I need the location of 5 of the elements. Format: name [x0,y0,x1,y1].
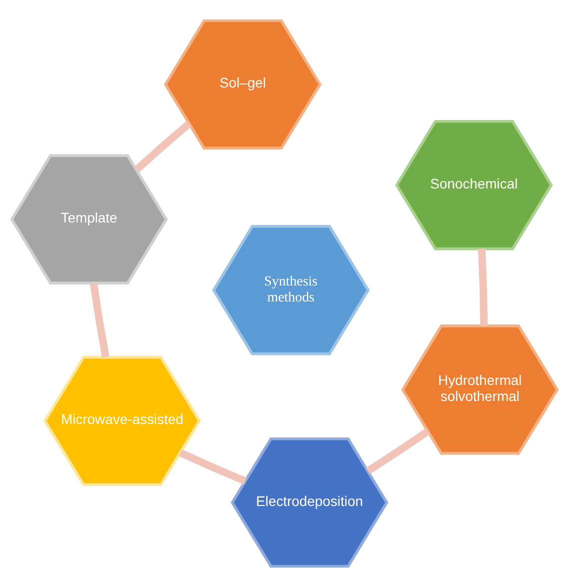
connector [134,120,192,173]
connector [366,428,430,474]
connector [478,248,488,326]
connector [90,282,110,358]
connector [178,449,247,484]
